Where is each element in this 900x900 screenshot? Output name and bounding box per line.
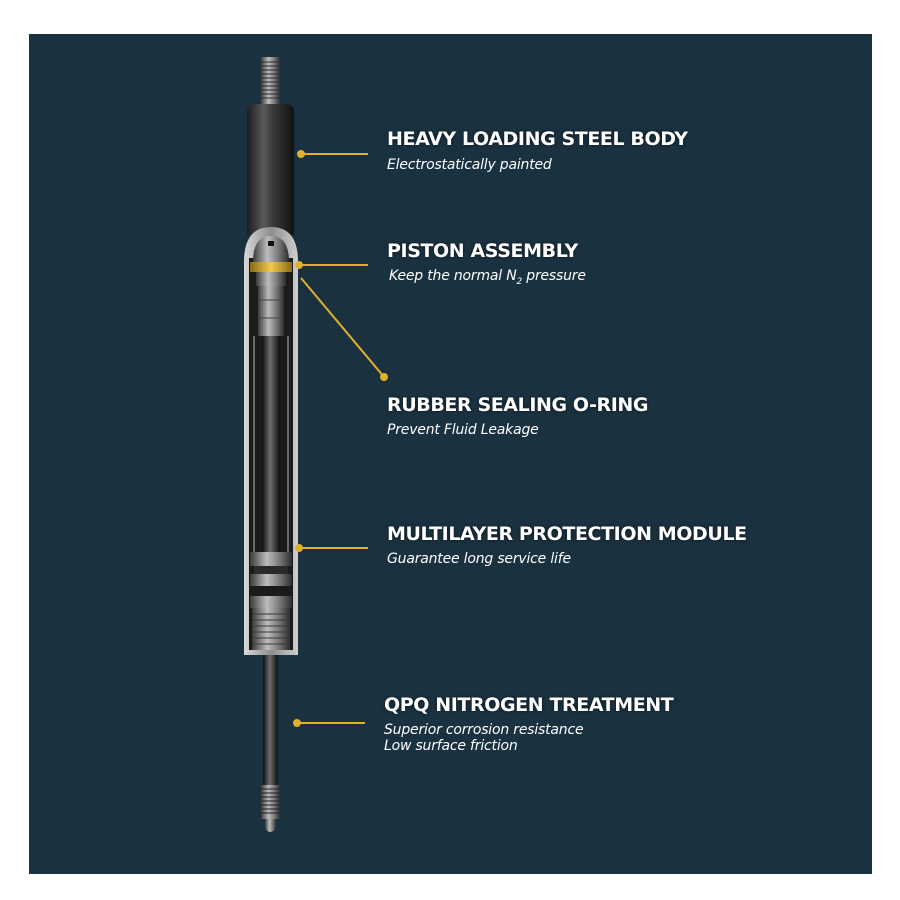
protection-module: [250, 552, 292, 650]
feature-subtitle: Prevent Fluid Leakage: [387, 422, 539, 438]
subtitle-text-end: pressure: [522, 268, 586, 284]
piston-head: [250, 236, 292, 336]
feature-title: QPQ NITROGEN TREATMENT: [384, 694, 674, 716]
feature-title: PISTON ASSEMBLY: [387, 240, 578, 262]
top-thread-stud: [261, 57, 280, 105]
feature-subtitle-line-2: Low surface friction: [384, 738, 518, 754]
diagram-background: [29, 34, 872, 874]
steel-body: [247, 104, 294, 235]
feature-subtitle: Electrostatically painted: [387, 157, 552, 173]
feature-subtitle: Keep the normal N2 pressure: [389, 268, 586, 291]
subtitle-subscript: 2: [516, 276, 523, 287]
feature-subtitle-line-1: Superior corrosion resistance: [384, 722, 584, 738]
feature-title: MULTILAYER PROTECTION MODULE: [387, 523, 747, 545]
feature-title: RUBBER SEALING O-RING: [387, 394, 649, 416]
feature-title: HEAVY LOADING STEEL BODY: [387, 128, 688, 150]
subtitle-text: Keep the normal N: [389, 268, 517, 284]
feature-subtitle: Guarantee long service life: [387, 551, 571, 567]
lower-rod: [261, 655, 280, 832]
inner-rod: [253, 336, 289, 552]
